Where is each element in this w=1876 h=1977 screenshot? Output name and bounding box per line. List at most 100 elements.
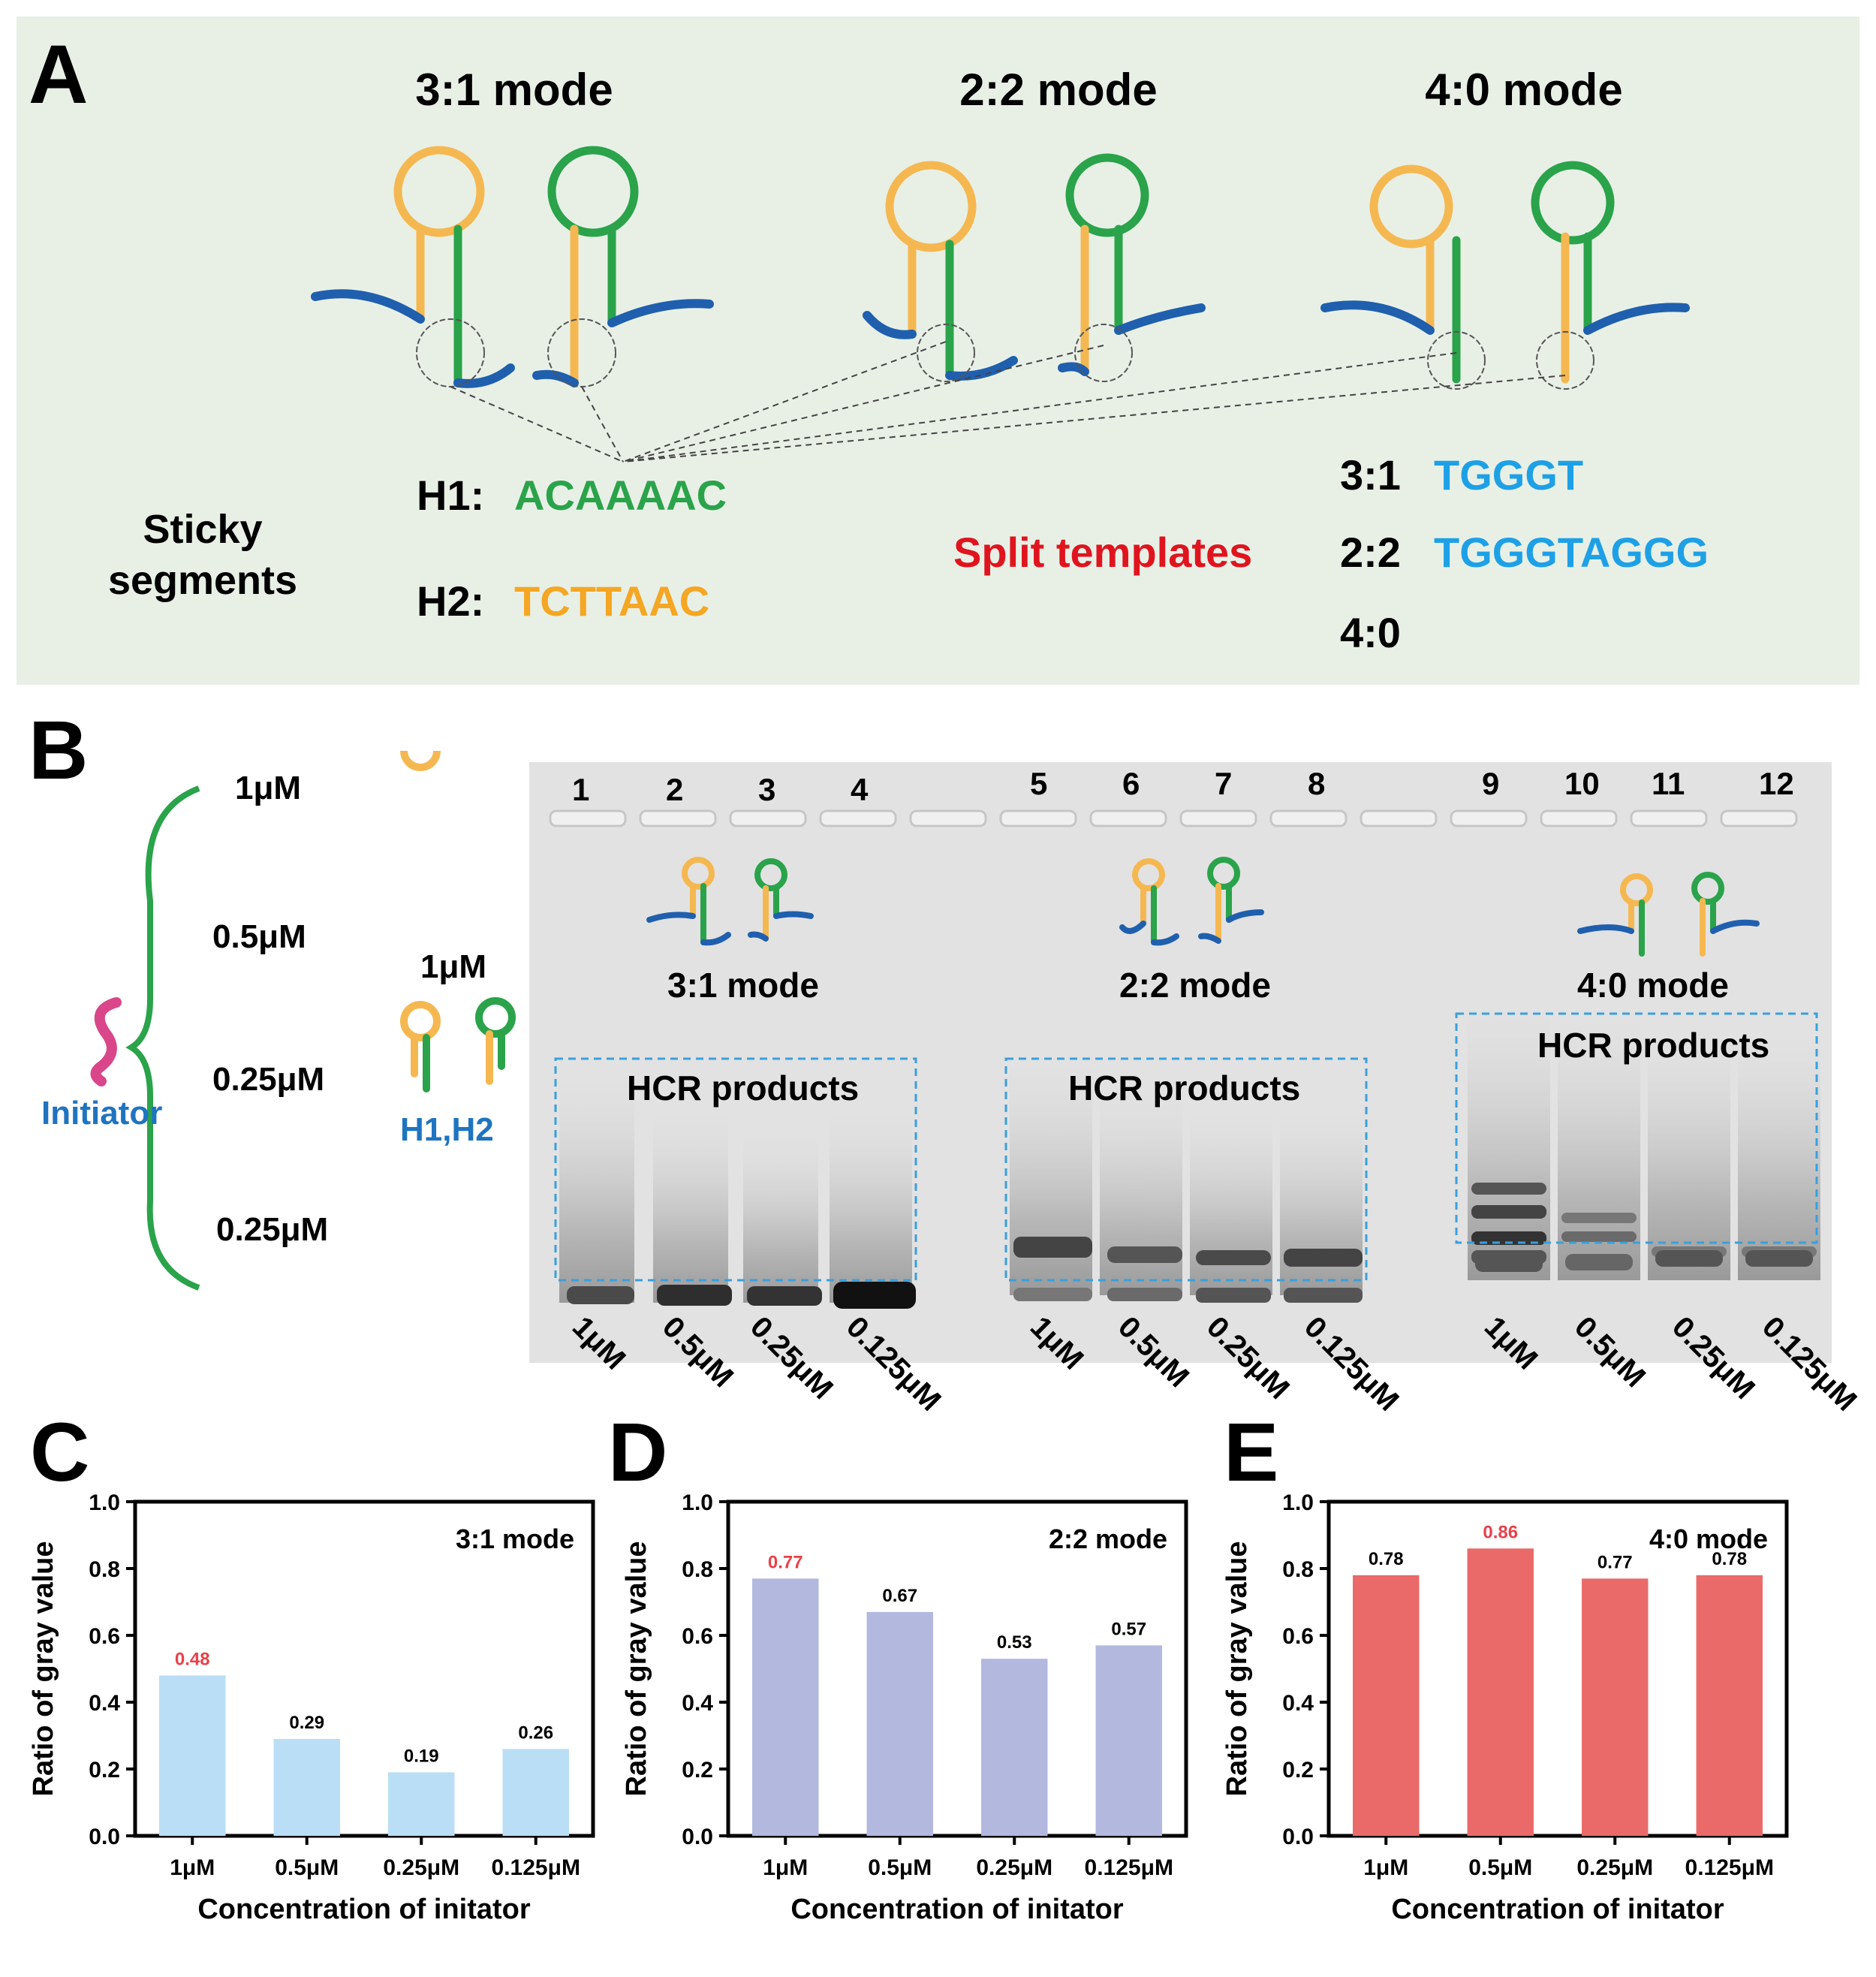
data-label: 0.26	[518, 1722, 553, 1743]
split-row-mode-3-1: 3:1	[1340, 451, 1401, 499]
bar	[159, 1675, 226, 1836]
x-axis-label: Concentration of initator	[1391, 1894, 1724, 1925]
split-row-seq-3-1: TGGGT	[1434, 451, 1584, 499]
callout-lines	[450, 341, 1566, 463]
mode-title-4-0: 4:0 mode	[1425, 65, 1623, 115]
y-tick-label: 0.8	[1282, 1557, 1314, 1582]
x-tick-label: 1μM	[1363, 1855, 1408, 1880]
gel-bands	[567, 1183, 1817, 1309]
y-tick-label: 1.0	[682, 1490, 713, 1515]
x-tick-label: 0.5μM	[868, 1855, 932, 1880]
chart-title: 4:0 mode	[1649, 1523, 1768, 1554]
x-axis-label: Concentration of initator	[790, 1894, 1124, 1925]
data-label: 0.57	[1111, 1619, 1146, 1639]
mode-title-3-1: 3:1 mode	[415, 65, 613, 115]
bar	[388, 1772, 455, 1836]
hairpin-2-2-h1	[863, 161, 1018, 382]
concentration-brace	[125, 785, 200, 1291]
x-tick-label: 0.125μM	[492, 1855, 580, 1880]
initiator-conc-3: 0.25μM	[212, 1061, 325, 1098]
chart-title: 2:2 mode	[1049, 1523, 1167, 1554]
x-tick-label: 1μM	[170, 1855, 215, 1880]
hairpin-2-2-h2	[1058, 153, 1206, 382]
gel-image	[529, 762, 1832, 1363]
h1-sequence: ACAAAAC	[514, 472, 727, 519]
y-tick-label: 0.8	[682, 1557, 713, 1582]
gel-wells	[549, 809, 1798, 827]
lane-number-4: 4	[851, 772, 869, 807]
y-tick-label: 0.0	[1282, 1825, 1314, 1849]
data-label: 0.78	[1369, 1549, 1404, 1569]
initiator-icon	[90, 997, 122, 1086]
panel-a-background	[17, 17, 1859, 685]
bar	[1696, 1575, 1763, 1836]
bar	[752, 1578, 819, 1836]
panel-a-label: A	[29, 29, 89, 121]
plot-frame	[133, 1499, 595, 1838]
mode-title-2-2: 2:2 mode	[959, 65, 1158, 115]
split-row-mode-4-0: 4:0	[1340, 609, 1401, 656]
h1-label: H1:	[417, 472, 485, 519]
data-label: 0.77	[1597, 1552, 1633, 1572]
y-tick-label: 0.6	[682, 1624, 713, 1649]
y-tick-label: 0.0	[682, 1825, 713, 1849]
hcr-label-2-2: HCR products	[1068, 1068, 1301, 1108]
bar	[1582, 1578, 1649, 1836]
bar	[1095, 1645, 1162, 1836]
hairpin-icons	[400, 751, 516, 1092]
gel-mode-2-2: 2:2 mode	[1119, 966, 1271, 1005]
lane-number-7: 7	[1215, 766, 1233, 801]
chart-title: 3:1 mode	[456, 1523, 574, 1554]
y-tick-label: 0.8	[89, 1557, 120, 1582]
panel-c-label: C	[30, 1406, 90, 1499]
gel-hairpin-icons	[646, 857, 1760, 957]
data-label: 0.67	[882, 1586, 917, 1606]
y-tick-label: 0.6	[1282, 1624, 1314, 1649]
hairpin-conc: 1μM	[420, 948, 487, 985]
lane-number-12: 12	[1759, 766, 1794, 801]
y-tick-label: 0.4	[89, 1691, 120, 1716]
hairpin-diagram	[311, 146, 1690, 463]
chart-c: 0.00.20.40.60.81.00.481μM0.290.5μM0.190.…	[28, 1490, 595, 1925]
y-axis-label: Ratio of gray value	[28, 1542, 59, 1797]
data-label: 0.78	[1712, 1549, 1747, 1569]
hcr-label-3-1: HCR products	[627, 1068, 860, 1108]
bar	[1467, 1548, 1534, 1836]
panel-b-label: B	[29, 704, 89, 797]
chart-e: 0.00.20.40.60.81.00.781μM0.860.5μM0.770.…	[1221, 1490, 1789, 1925]
hairpin-label: H1,H2	[400, 1111, 494, 1148]
lane-number-1: 1	[572, 772, 590, 807]
panel-e-label: E	[1224, 1406, 1279, 1499]
initiator-label: Initiator	[41, 1095, 163, 1132]
h2-sequence: TCTTAAC	[514, 577, 710, 625]
x-tick-label: 0.5μM	[1468, 1855, 1532, 1880]
y-tick-label: 1.0	[89, 1490, 120, 1515]
data-label: 0.19	[404, 1746, 439, 1766]
lane-number-11: 11	[1652, 766, 1685, 801]
data-label: 0.86	[1483, 1522, 1518, 1542]
bar	[273, 1738, 340, 1836]
hcr-label-4-0: HCR products	[1537, 1026, 1770, 1065]
hairpin-3-1-h1	[311, 146, 515, 388]
initiator-conc-1: 1μM	[235, 770, 302, 806]
y-tick-label: 0.2	[682, 1758, 713, 1783]
lane-number-8: 8	[1308, 766, 1326, 801]
initiator-conc-2: 0.5μM	[212, 918, 306, 955]
gel-mode-4-0: 4:0 mode	[1577, 966, 1729, 1005]
x-tick-label: 0.25μM	[383, 1855, 459, 1880]
y-tick-label: 0.4	[682, 1691, 713, 1716]
bar	[981, 1659, 1048, 1836]
data-label: 0.48	[175, 1649, 210, 1669]
y-tick-label: 0.0	[89, 1825, 120, 1849]
data-label: 0.77	[768, 1552, 803, 1572]
sticky-segments-label: Sticky segments	[107, 507, 298, 603]
split-row-mode-2-2: 2:2	[1340, 529, 1401, 576]
bar	[866, 1611, 933, 1836]
y-tick-label: 0.4	[1282, 1691, 1314, 1716]
x-tick-label: 0.25μM	[976, 1855, 1052, 1880]
x-tick-label: 0.125μM	[1085, 1855, 1173, 1880]
hairpin-4-0-h1	[1320, 164, 1486, 390]
initiator-diagram	[90, 751, 516, 1291]
split-row-seq-2-2: TGGGTAGGG	[1434, 529, 1709, 576]
y-axis-label: Ratio of gray value	[1221, 1542, 1253, 1797]
